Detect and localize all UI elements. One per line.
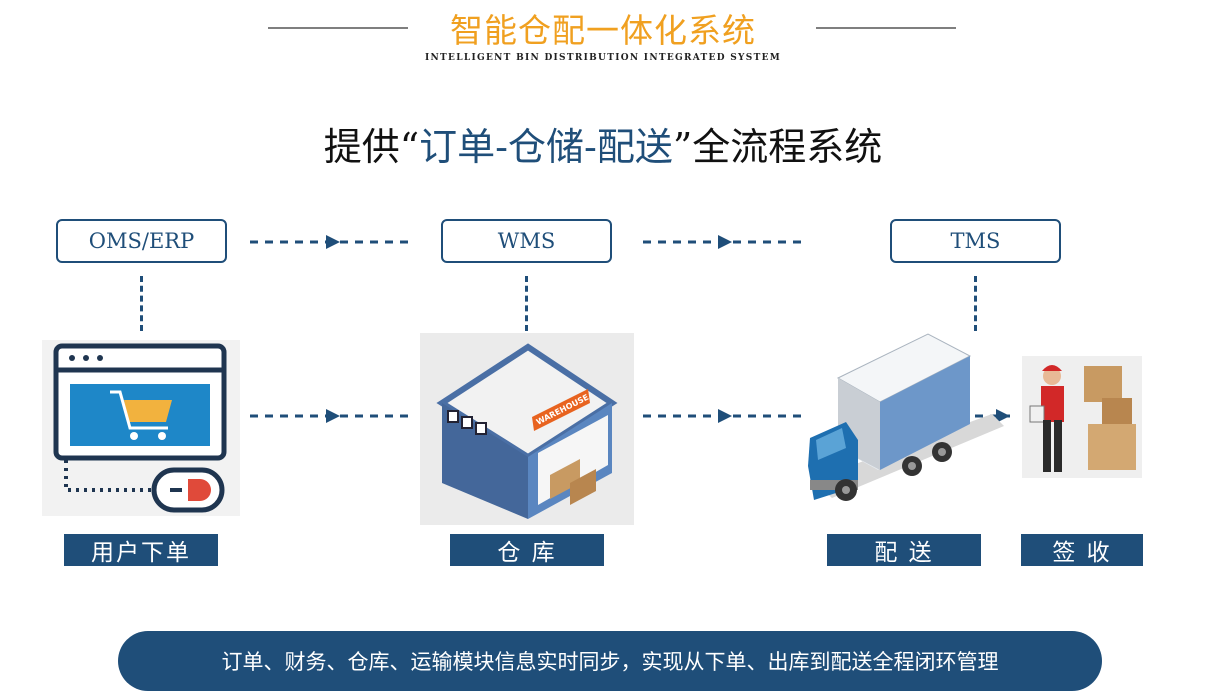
tms-box: TMS [890, 219, 1061, 263]
header-line-right [816, 27, 956, 29]
page-title: 智能仓配一体化系统 [450, 11, 756, 50]
headline-prefix: 提供“ [323, 125, 420, 169]
warehouse-illustration: WAREHOUSE [420, 333, 634, 525]
shopping-cart-icon [110, 390, 172, 440]
courier-signoff-illustration [1022, 356, 1142, 478]
page-subtitle: INTELLIGENT BIN DISTRIBUTION INTEGRATED … [425, 53, 781, 63]
stage-label-warehouse: 仓 库 [450, 534, 604, 566]
online-order-illustration [42, 340, 240, 516]
headline-suffix: ”全流程系统 [672, 125, 883, 169]
arrowhead-1 [326, 235, 340, 249]
wms-vertical-connector [525, 276, 528, 331]
oms-erp-box: OMS/ERP [56, 219, 227, 263]
footer-summary: 订单、财务、仓库、运输模块信息实时同步，实现从下单、出库到配送全程闭环管理 [118, 631, 1102, 691]
stage-label-delivery: 配 送 [827, 534, 981, 566]
headline-accent: 订单-仓储-配送 [419, 125, 673, 169]
delivery-truck-illustration [808, 333, 1004, 501]
arrowhead-5 [996, 409, 1010, 423]
header-line-left [268, 27, 408, 29]
tms-vertical-connector [974, 276, 977, 331]
wms-box: WMS [441, 219, 612, 263]
stage-label-order: 用户下单 [64, 534, 218, 566]
headline: 提供“订单-仓储-配送”全流程系统 [0, 116, 1206, 171]
arrowhead-2 [718, 235, 732, 249]
stage-label-signoff: 签 收 [1021, 534, 1143, 566]
oms-vertical-connector [140, 276, 143, 331]
arrowhead-4 [718, 409, 732, 423]
mouse-icon [151, 467, 225, 513]
arrowhead-3 [326, 409, 340, 423]
